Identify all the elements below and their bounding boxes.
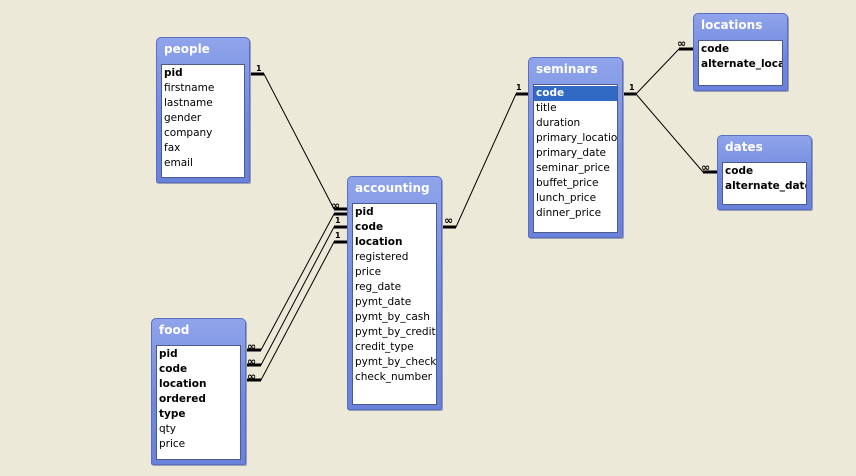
field-item[interactable]: pymt_by_credit — [355, 326, 436, 338]
field-item[interactable]: primary_location — [536, 132, 617, 144]
field-item[interactable]: lastname — [164, 97, 213, 109]
field-item[interactable]: type — [159, 408, 186, 420]
field-item[interactable]: location — [355, 236, 403, 248]
field-item[interactable]: alternate_location — [701, 58, 782, 70]
field-item[interactable]: code — [355, 221, 384, 233]
field-list[interactable]: code alternate_location — [698, 40, 783, 86]
field-item[interactable]: firstname — [164, 82, 215, 94]
relationship-line[interactable] — [247, 213, 347, 351]
field-item[interactable]: registered — [355, 251, 409, 263]
field-item[interactable]: pid — [164, 67, 183, 79]
field-item[interactable]: buffet_price — [536, 177, 599, 189]
field-list[interactable]: pid firstname lastname gender company fax emai… — [161, 64, 245, 178]
field-item[interactable]: price — [159, 438, 186, 450]
field-item[interactable]: reg_date — [355, 281, 402, 293]
field-list[interactable]: pid code location ordered type qty price — [156, 345, 241, 460]
table-people[interactable]: people pid firstname lastname gender company… — [156, 37, 250, 183]
field-item[interactable]: price — [355, 266, 382, 278]
field-item[interactable]: pid — [355, 206, 374, 218]
table-title[interactable]: dates — [725, 140, 763, 154]
relationship-line[interactable] — [442, 93, 528, 228]
cardinality-one-marker: 1 — [516, 83, 522, 92]
table-locations[interactable]: locations code alternate_location — [693, 13, 788, 91]
field-item[interactable]: dinner_price — [536, 207, 602, 219]
field-item[interactable]: title — [536, 102, 557, 114]
table-title[interactable]: accounting — [355, 181, 430, 195]
field-item[interactable]: duration — [536, 117, 581, 129]
field-item[interactable]: code — [534, 86, 617, 101]
field-item[interactable]: ordered — [159, 393, 206, 405]
field-item[interactable]: pymt_by_check — [355, 356, 436, 368]
cardinality-many-marker: ∞ — [331, 199, 340, 212]
table-food[interactable]: food pid code location ordered type qty price — [151, 318, 246, 465]
relationship-line[interactable] — [247, 241, 347, 381]
cardinality-many-marker: ∞ — [247, 355, 256, 368]
field-item[interactable]: pymt_date — [355, 296, 412, 308]
field-list[interactable]: code alternate_date — [722, 162, 807, 205]
cardinality-one-marker: 1 — [629, 83, 635, 92]
field-item[interactable]: company — [164, 127, 213, 139]
cardinality-one-marker: 1 — [256, 64, 262, 73]
table-title[interactable]: people — [164, 42, 210, 56]
field-item[interactable]: primary_date — [536, 147, 607, 159]
cardinality-many-marker: ∞ — [701, 161, 710, 174]
table-accounting[interactable]: accounting pid code location registered pric… — [347, 176, 442, 410]
field-item[interactable]: credit_type — [355, 341, 414, 353]
field-item[interactable]: fax — [164, 142, 181, 154]
field-item[interactable]: code — [725, 165, 754, 177]
cardinality-many-marker: ∞ — [677, 37, 686, 50]
field-item[interactable]: qty — [159, 423, 176, 435]
cardinality-many-marker: ∞ — [247, 370, 256, 383]
field-item[interactable]: gender — [164, 112, 202, 124]
table-title[interactable]: locations — [701, 18, 763, 32]
table-dates[interactable]: dates code alternate_date — [717, 135, 812, 210]
field-item[interactable]: code — [159, 363, 188, 375]
field-item[interactable]: seminar_price — [536, 162, 610, 174]
cardinality-many-marker: ∞ — [247, 340, 256, 353]
table-title[interactable]: food — [159, 323, 190, 337]
field-item[interactable]: pid — [159, 348, 178, 360]
field-item[interactable]: email — [164, 157, 193, 169]
field-item[interactable]: alternate_date — [725, 180, 806, 192]
cardinality-many-marker: ∞ — [444, 214, 453, 227]
cardinality-one-marker: 1 — [335, 216, 341, 225]
table-title[interactable]: seminars — [536, 62, 598, 76]
field-item[interactable]: check_number — [355, 371, 432, 383]
relationship-line[interactable] — [251, 73, 347, 210]
relationship-line[interactable] — [247, 226, 347, 366]
cardinality-one-marker: 1 — [335, 231, 341, 240]
field-item[interactable]: pymt_by_cash — [355, 311, 430, 323]
field-item[interactable]: code — [701, 43, 730, 55]
field-item[interactable]: location — [159, 378, 207, 390]
field-item[interactable]: lunch_price — [536, 192, 597, 204]
